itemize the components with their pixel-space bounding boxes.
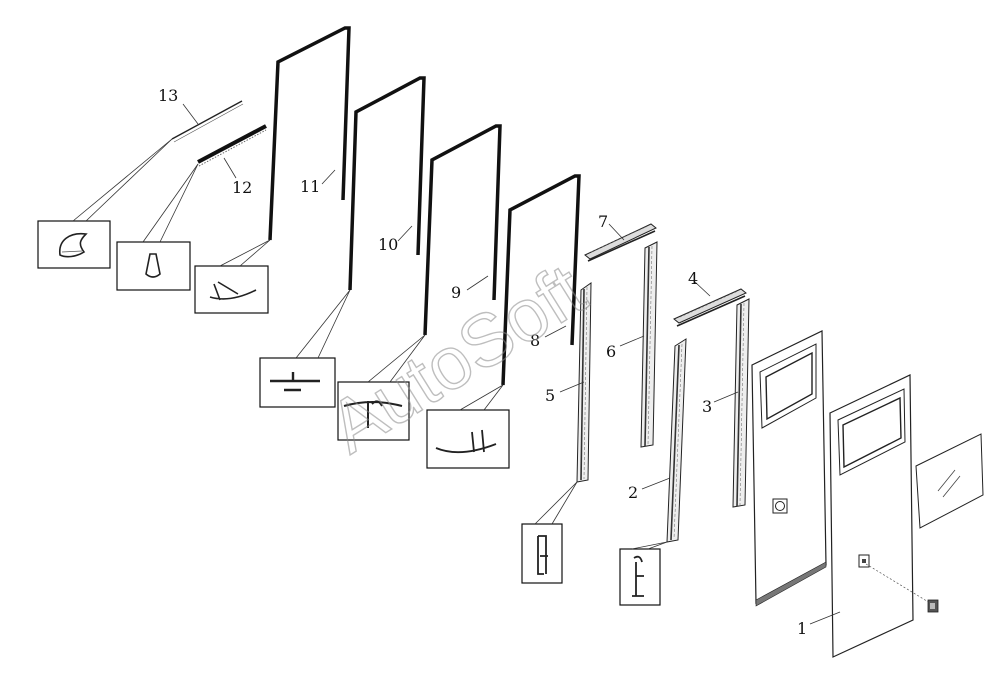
front-door-handle xyxy=(858,554,870,568)
section-box-10 xyxy=(259,357,336,408)
lock-component xyxy=(927,599,939,613)
glass-pane xyxy=(915,433,984,529)
rail-7 xyxy=(584,223,657,262)
part-label-1: 1 xyxy=(797,619,807,638)
part-label-13: 13 xyxy=(158,86,178,105)
part-label-10: 10 xyxy=(378,235,398,254)
section-box-5 xyxy=(521,523,563,584)
profile-2 xyxy=(666,338,687,543)
part-label-11: 11 xyxy=(300,177,320,196)
section-box-2 xyxy=(619,548,661,606)
part-label-6: 6 xyxy=(606,342,616,361)
seal-frame-10 xyxy=(348,76,426,291)
seal-frame-8 xyxy=(501,174,581,386)
profile-5 xyxy=(576,282,592,483)
part-label-8: 8 xyxy=(530,331,540,350)
leader-lines xyxy=(72,103,841,625)
seal-strip-12 xyxy=(197,124,267,167)
profile-6 xyxy=(640,241,658,448)
front-door-panel xyxy=(829,374,931,658)
section-box-11 xyxy=(194,265,269,314)
part-label-12: 12 xyxy=(232,178,252,197)
section-box-12 xyxy=(116,241,191,291)
rear-door-panel xyxy=(751,330,827,607)
rear-door-lock xyxy=(772,498,788,514)
part-label-9: 9 xyxy=(451,283,461,302)
part-label-3: 3 xyxy=(702,397,712,416)
rail-4 xyxy=(673,288,747,327)
section-box-9 xyxy=(337,381,410,441)
seal-frame-9 xyxy=(423,124,502,336)
part-label-2: 2 xyxy=(628,483,638,502)
seal-frame-11 xyxy=(268,26,351,241)
seal-strip-13 xyxy=(171,100,244,143)
section-box-8 xyxy=(426,409,510,469)
part-label-7: 7 xyxy=(598,212,608,231)
part-label-4: 4 xyxy=(688,269,698,288)
profile-3 xyxy=(732,298,750,508)
section-box-13 xyxy=(37,220,111,269)
part-label-5: 5 xyxy=(545,386,555,405)
